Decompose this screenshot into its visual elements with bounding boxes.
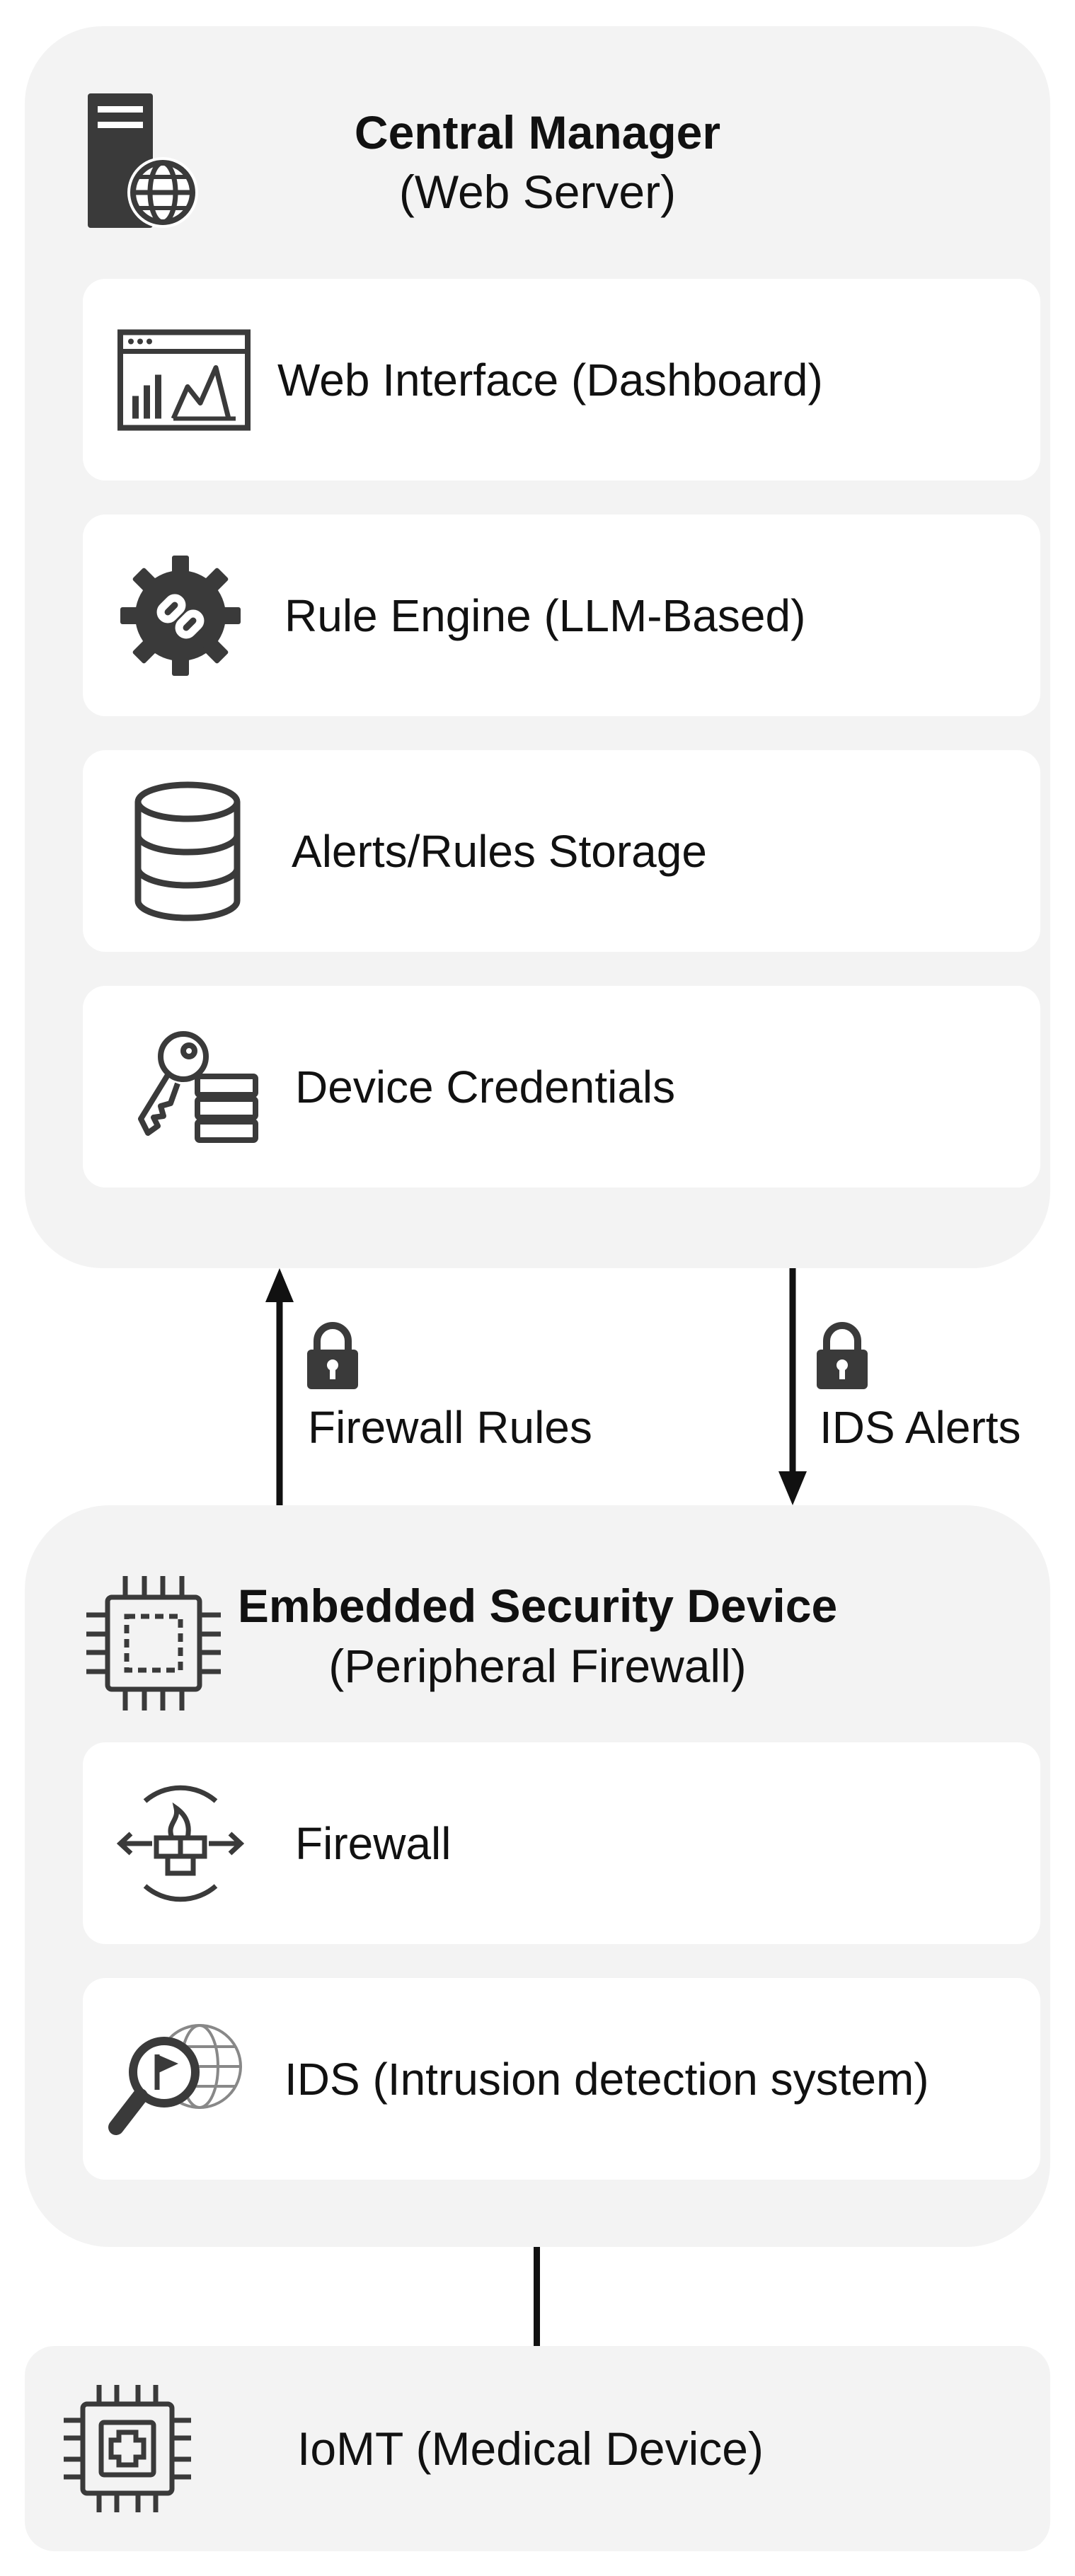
security-device-title: Embedded Security Device	[237, 1580, 838, 1632]
lock-icon	[307, 1322, 358, 1389]
firewall-label: Firewall	[295, 1817, 452, 1869]
security-device-panel: Embedded Security Device (Peripheral Fir…	[25, 1505, 1050, 2247]
web-interface-card: Web Interface (Dashboard)	[83, 279, 1040, 481]
ids-label: IDS (Intrusion detection system)	[284, 2053, 929, 2105]
firewall-icon	[117, 1785, 244, 1902]
credentials-card: Device Credentials	[83, 986, 1040, 1188]
iomt-label: IoMT (Medical Device)	[297, 2422, 764, 2475]
ids-alerts-label: IDS Alerts	[820, 1402, 1021, 1453]
firewall-rules-label: Firewall Rules	[308, 1402, 592, 1453]
lock-icon	[817, 1322, 868, 1389]
magnifier-globe-icon	[108, 2023, 242, 2135]
rule-engine-card: Rule Engine (LLM-Based)	[83, 514, 1040, 716]
web-interface-label: Web Interface (Dashboard)	[277, 354, 823, 406]
connector-line	[534, 2247, 540, 2350]
medical-chip-icon	[64, 2385, 191, 2512]
iomt-panel	[25, 2346, 1050, 2551]
central-manager-title: Central Manager	[354, 106, 721, 159]
database-icon	[134, 781, 241, 921]
gear-link-icon	[120, 555, 241, 676]
ids-card: IDS (Intrusion detection system)	[83, 1978, 1040, 2180]
central-manager-subtitle: (Web Server)	[398, 166, 677, 218]
storage-card: Alerts/Rules Storage	[83, 750, 1040, 952]
rule-engine-label: Rule Engine (LLM-Based)	[284, 590, 806, 641]
chip-icon	[86, 1576, 221, 1710]
security-device-subtitle: (Peripheral Firewall)	[328, 1640, 747, 1692]
storage-label: Alerts/Rules Storage	[292, 825, 707, 877]
central-manager-panel: Central Manager (Web Server) Web Interfa…	[25, 26, 1050, 1268]
credentials-label: Device Credentials	[295, 1061, 676, 1112]
firewall-rules-arrow	[265, 1268, 294, 1505]
dashboard-icon	[117, 329, 251, 430]
server-globe-icon	[88, 93, 198, 228]
firewall-card: Firewall	[83, 1742, 1040, 1944]
ids-alerts-arrow	[778, 1268, 807, 1505]
key-server-icon	[138, 1030, 258, 1143]
